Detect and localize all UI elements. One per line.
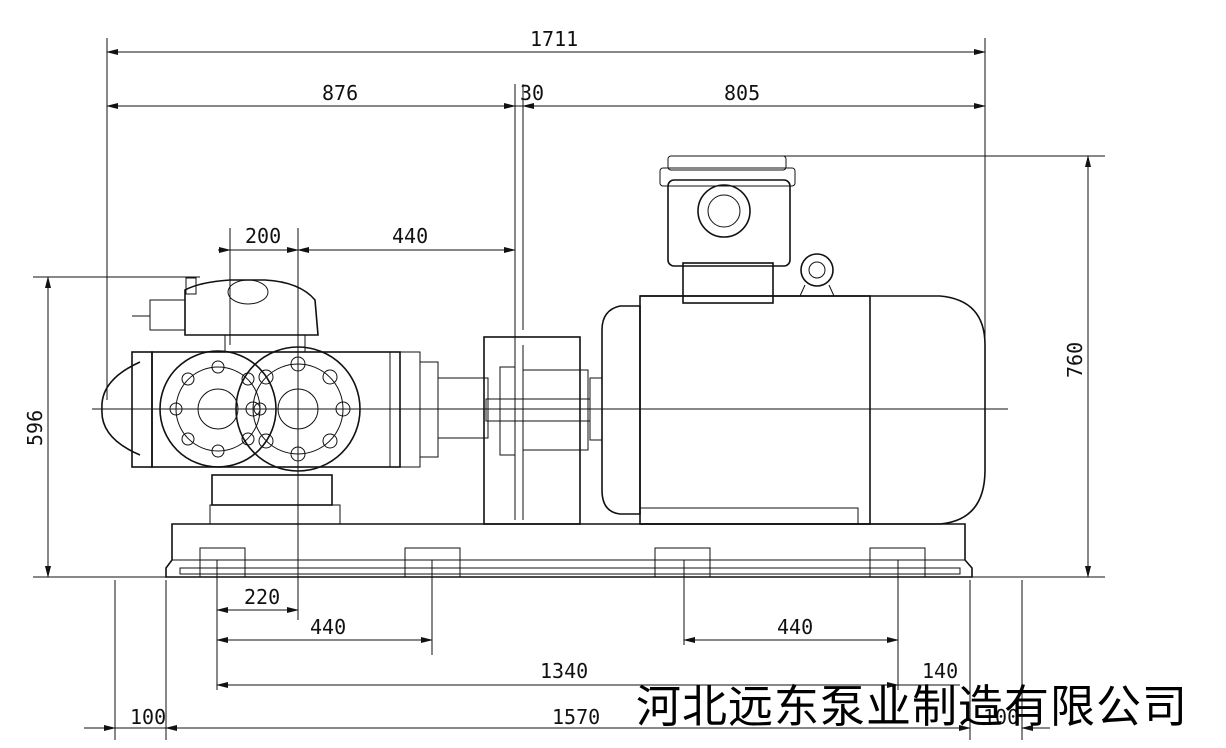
- extension-lines: [33, 38, 1105, 740]
- dim-overall-length: 1711: [530, 27, 578, 51]
- dim-foot-spacing-left: 440: [310, 615, 346, 639]
- dim-pump-side: 876: [322, 81, 358, 105]
- dim-foot-offset: 220: [244, 585, 280, 609]
- base-frame: [165, 504, 973, 578]
- dim-pump-center-height: 596: [23, 410, 47, 446]
- dim-left-margin: 100: [130, 705, 166, 729]
- company-name: 河北远东泵业制造有限公司: [636, 680, 1189, 733]
- dim-coupling-gap: 30: [520, 81, 544, 105]
- dim-base-length: 1570: [552, 705, 600, 729]
- dim-overall-height: 760: [1063, 342, 1087, 378]
- dim-pump-to-coupling: 440: [392, 224, 428, 248]
- dim-base-hole-span: 1340: [540, 659, 588, 683]
- dim-foot-spacing-right: 440: [777, 615, 813, 639]
- dimension-lines: [45, 49, 1091, 731]
- dimension-labels: 1711 876 30 805 200 440 596 760 220 440 …: [23, 27, 1087, 729]
- dim-right-offset: 140: [922, 659, 958, 683]
- electric-motor: [601, 155, 986, 525]
- dim-pump-flange-spacing: 200: [245, 224, 281, 248]
- screw-pump: [101, 277, 439, 506]
- flange-bolts: [169, 356, 351, 462]
- dim-motor-side: 805: [724, 81, 760, 105]
- coupling-guard: [437, 336, 603, 525]
- dim-right-margin: 100: [983, 705, 1019, 729]
